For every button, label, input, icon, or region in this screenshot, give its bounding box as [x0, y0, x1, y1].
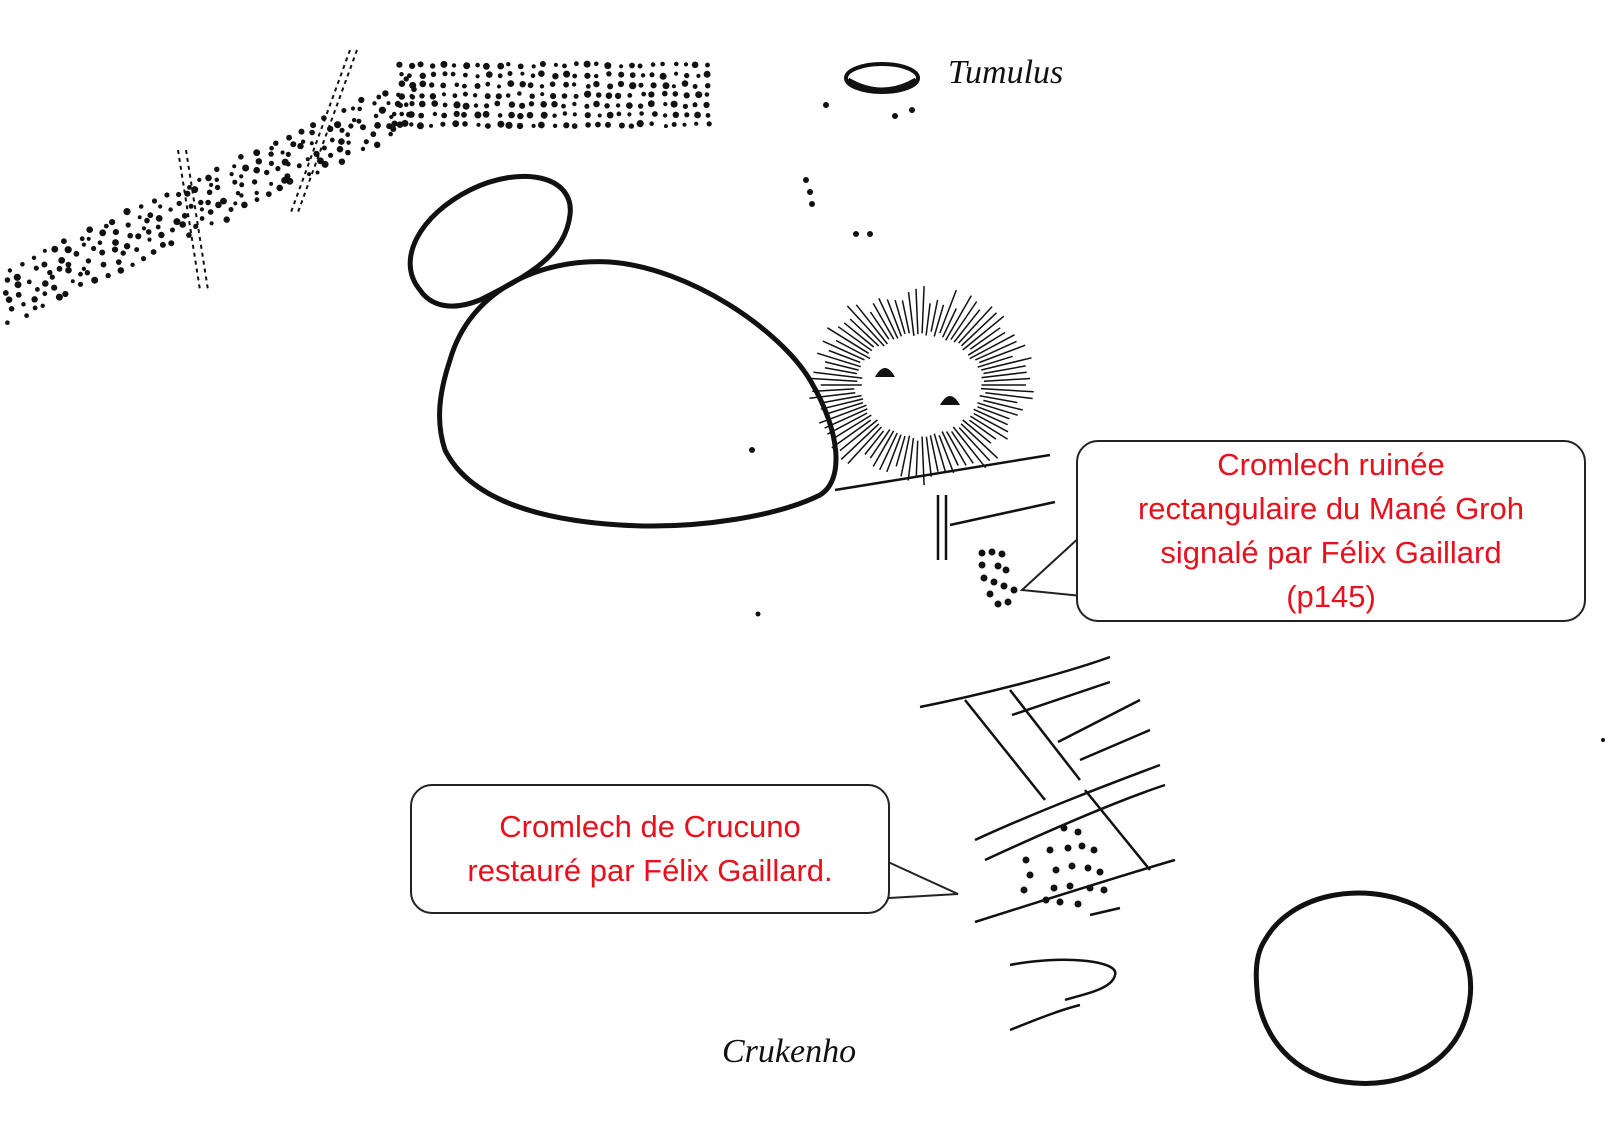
- field-boundaries-upper: [834, 453, 1056, 560]
- large-pond: [437, 259, 839, 529]
- mane-groh-stones: [978, 548, 1018, 608]
- callout-crucuno: Cromlech de Crucuno restauré par Félix G…: [410, 784, 890, 914]
- map-dot: [749, 447, 755, 453]
- stone-alignment-band: [2, 60, 712, 326]
- callout-line: Cromlech ruinée: [1217, 447, 1445, 482]
- callout-text: Cromlech ruinée rectangulaire du Mané Gr…: [1138, 443, 1524, 619]
- callout-pointer-crucuno: [887, 861, 959, 899]
- tumulus-mound: [803, 62, 920, 237]
- callout-pointer-mane-groh: [1019, 534, 1083, 597]
- crukenho-label: Crukenho: [722, 1033, 857, 1070]
- map-dot: [1601, 738, 1605, 742]
- callout-text: Cromlech de Crucuno restauré par Félix G…: [467, 805, 832, 893]
- small-pond: [407, 173, 573, 309]
- callout-line: rectangulaire du Mané Groh: [1137, 491, 1524, 526]
- dashed-field-lines: [177, 49, 358, 291]
- crucuno-stones: [1020, 824, 1108, 908]
- map-dot: [755, 611, 761, 617]
- hachured-hill: [809, 286, 1034, 486]
- callout-line: (p145): [1286, 579, 1376, 614]
- tumulus-label: Tumulus: [948, 54, 1064, 91]
- callout-mane-groh: Cromlech ruinée rectangulaire du Mané Gr…: [1076, 440, 1586, 622]
- round-pond: [1253, 890, 1474, 1086]
- hilltop-stones: [875, 368, 960, 405]
- field-boundaries-lower: [919, 655, 1176, 1032]
- callout-line: restauré par Félix Gaillard.: [467, 853, 833, 888]
- callout-line: signalé par Félix Gaillard: [1160, 535, 1502, 570]
- callout-line: Cromlech de Crucuno: [499, 809, 801, 844]
